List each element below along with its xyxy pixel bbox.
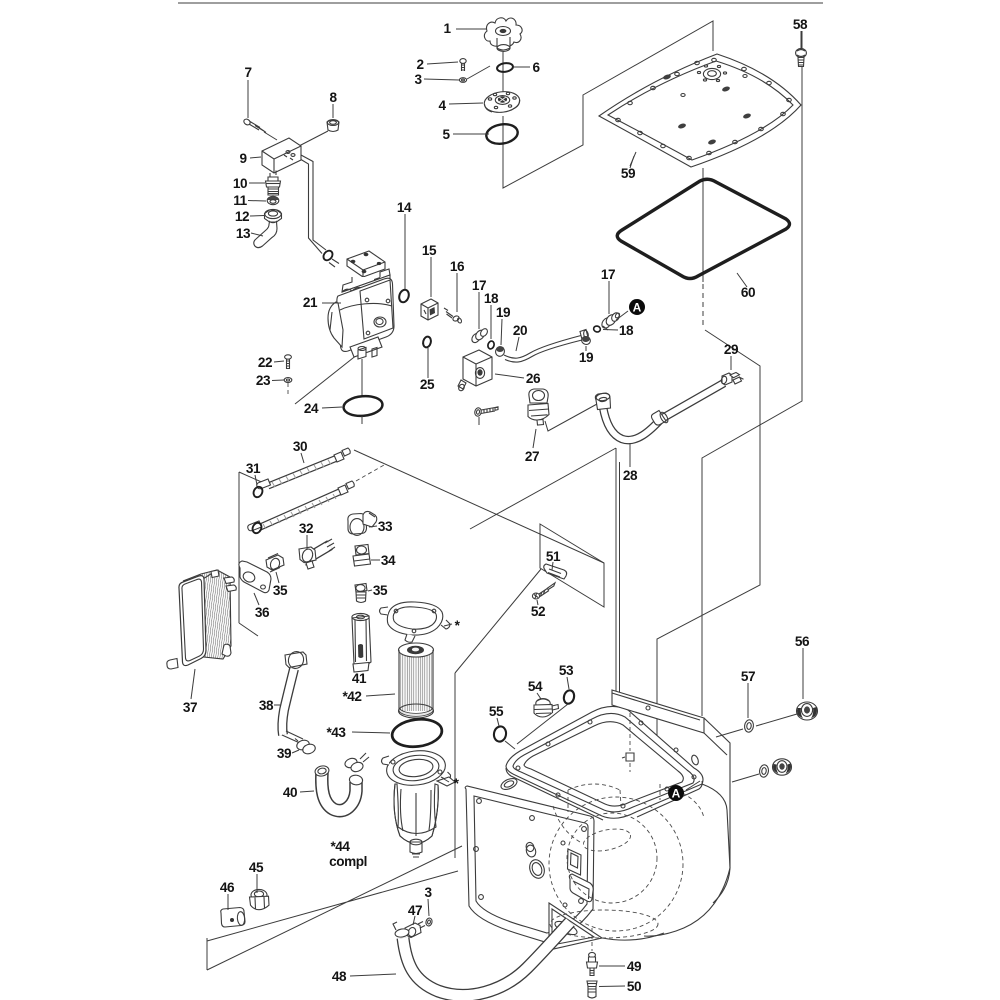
svg-text:3: 3 [414, 72, 422, 87]
svg-text:*44: *44 [330, 839, 350, 854]
svg-text:18: 18 [484, 291, 499, 306]
svg-text:40: 40 [283, 785, 297, 800]
svg-text:55: 55 [489, 704, 504, 719]
svg-text:A: A [633, 301, 642, 315]
svg-text:8: 8 [329, 90, 337, 105]
svg-text:52: 52 [531, 604, 546, 619]
svg-text:18: 18 [619, 323, 634, 338]
svg-text:10: 10 [233, 176, 247, 191]
svg-text:17: 17 [472, 278, 486, 293]
svg-text:51: 51 [546, 549, 561, 564]
svg-text:23: 23 [256, 373, 271, 388]
svg-text:5: 5 [442, 127, 450, 142]
svg-text:30: 30 [293, 439, 307, 454]
svg-text:24: 24 [304, 401, 319, 416]
svg-text:34: 34 [381, 553, 396, 568]
svg-text:39: 39 [277, 746, 292, 761]
svg-text:26: 26 [526, 371, 541, 386]
svg-text:33: 33 [378, 519, 393, 534]
svg-text:50: 50 [627, 979, 641, 994]
svg-text:58: 58 [793, 17, 808, 32]
svg-text:28: 28 [623, 468, 638, 483]
svg-text:41: 41 [352, 671, 367, 686]
svg-text:25: 25 [420, 377, 435, 392]
svg-text:15: 15 [422, 243, 437, 258]
svg-text:A: A [672, 787, 681, 801]
svg-text:45: 45 [249, 860, 264, 875]
svg-text:3: 3 [424, 885, 432, 900]
svg-text:37: 37 [183, 700, 197, 715]
svg-text:compl: compl [329, 854, 367, 869]
svg-text:2: 2 [416, 57, 424, 72]
svg-text:12: 12 [235, 209, 250, 224]
svg-text:32: 32 [299, 521, 314, 536]
svg-text:56: 56 [795, 634, 810, 649]
svg-text:35: 35 [373, 583, 388, 598]
svg-text:21: 21 [303, 295, 318, 310]
svg-text:19: 19 [496, 305, 511, 320]
svg-text:*: * [455, 618, 461, 633]
svg-text:49: 49 [627, 959, 642, 974]
svg-text:*: * [454, 776, 460, 791]
svg-text:35: 35 [273, 583, 288, 598]
svg-text:14: 14 [397, 200, 412, 215]
svg-text:46: 46 [220, 880, 235, 895]
svg-text:53: 53 [559, 663, 574, 678]
svg-text:20: 20 [513, 323, 527, 338]
svg-text:17: 17 [601, 267, 615, 282]
svg-text:38: 38 [259, 698, 274, 713]
svg-text:27: 27 [525, 449, 539, 464]
svg-text:60: 60 [741, 285, 755, 300]
svg-text:54: 54 [528, 679, 543, 694]
svg-text:48: 48 [332, 969, 347, 984]
svg-text:31: 31 [246, 461, 261, 476]
svg-text:9: 9 [239, 151, 247, 166]
svg-text:19: 19 [579, 350, 594, 365]
svg-text:1: 1 [443, 21, 451, 36]
svg-text:29: 29 [724, 342, 739, 357]
svg-text:*43: *43 [326, 725, 346, 740]
svg-text:4: 4 [438, 98, 446, 113]
svg-text:*42: *42 [342, 689, 362, 704]
svg-text:13: 13 [236, 226, 251, 241]
svg-text:16: 16 [450, 259, 465, 274]
svg-text:22: 22 [258, 355, 273, 370]
svg-text:59: 59 [621, 166, 636, 181]
svg-text:36: 36 [255, 605, 270, 620]
svg-text:11: 11 [233, 193, 247, 208]
svg-text:7: 7 [244, 65, 251, 80]
svg-text:6: 6 [532, 60, 540, 75]
svg-text:47: 47 [408, 903, 422, 918]
svg-text:57: 57 [741, 669, 755, 684]
